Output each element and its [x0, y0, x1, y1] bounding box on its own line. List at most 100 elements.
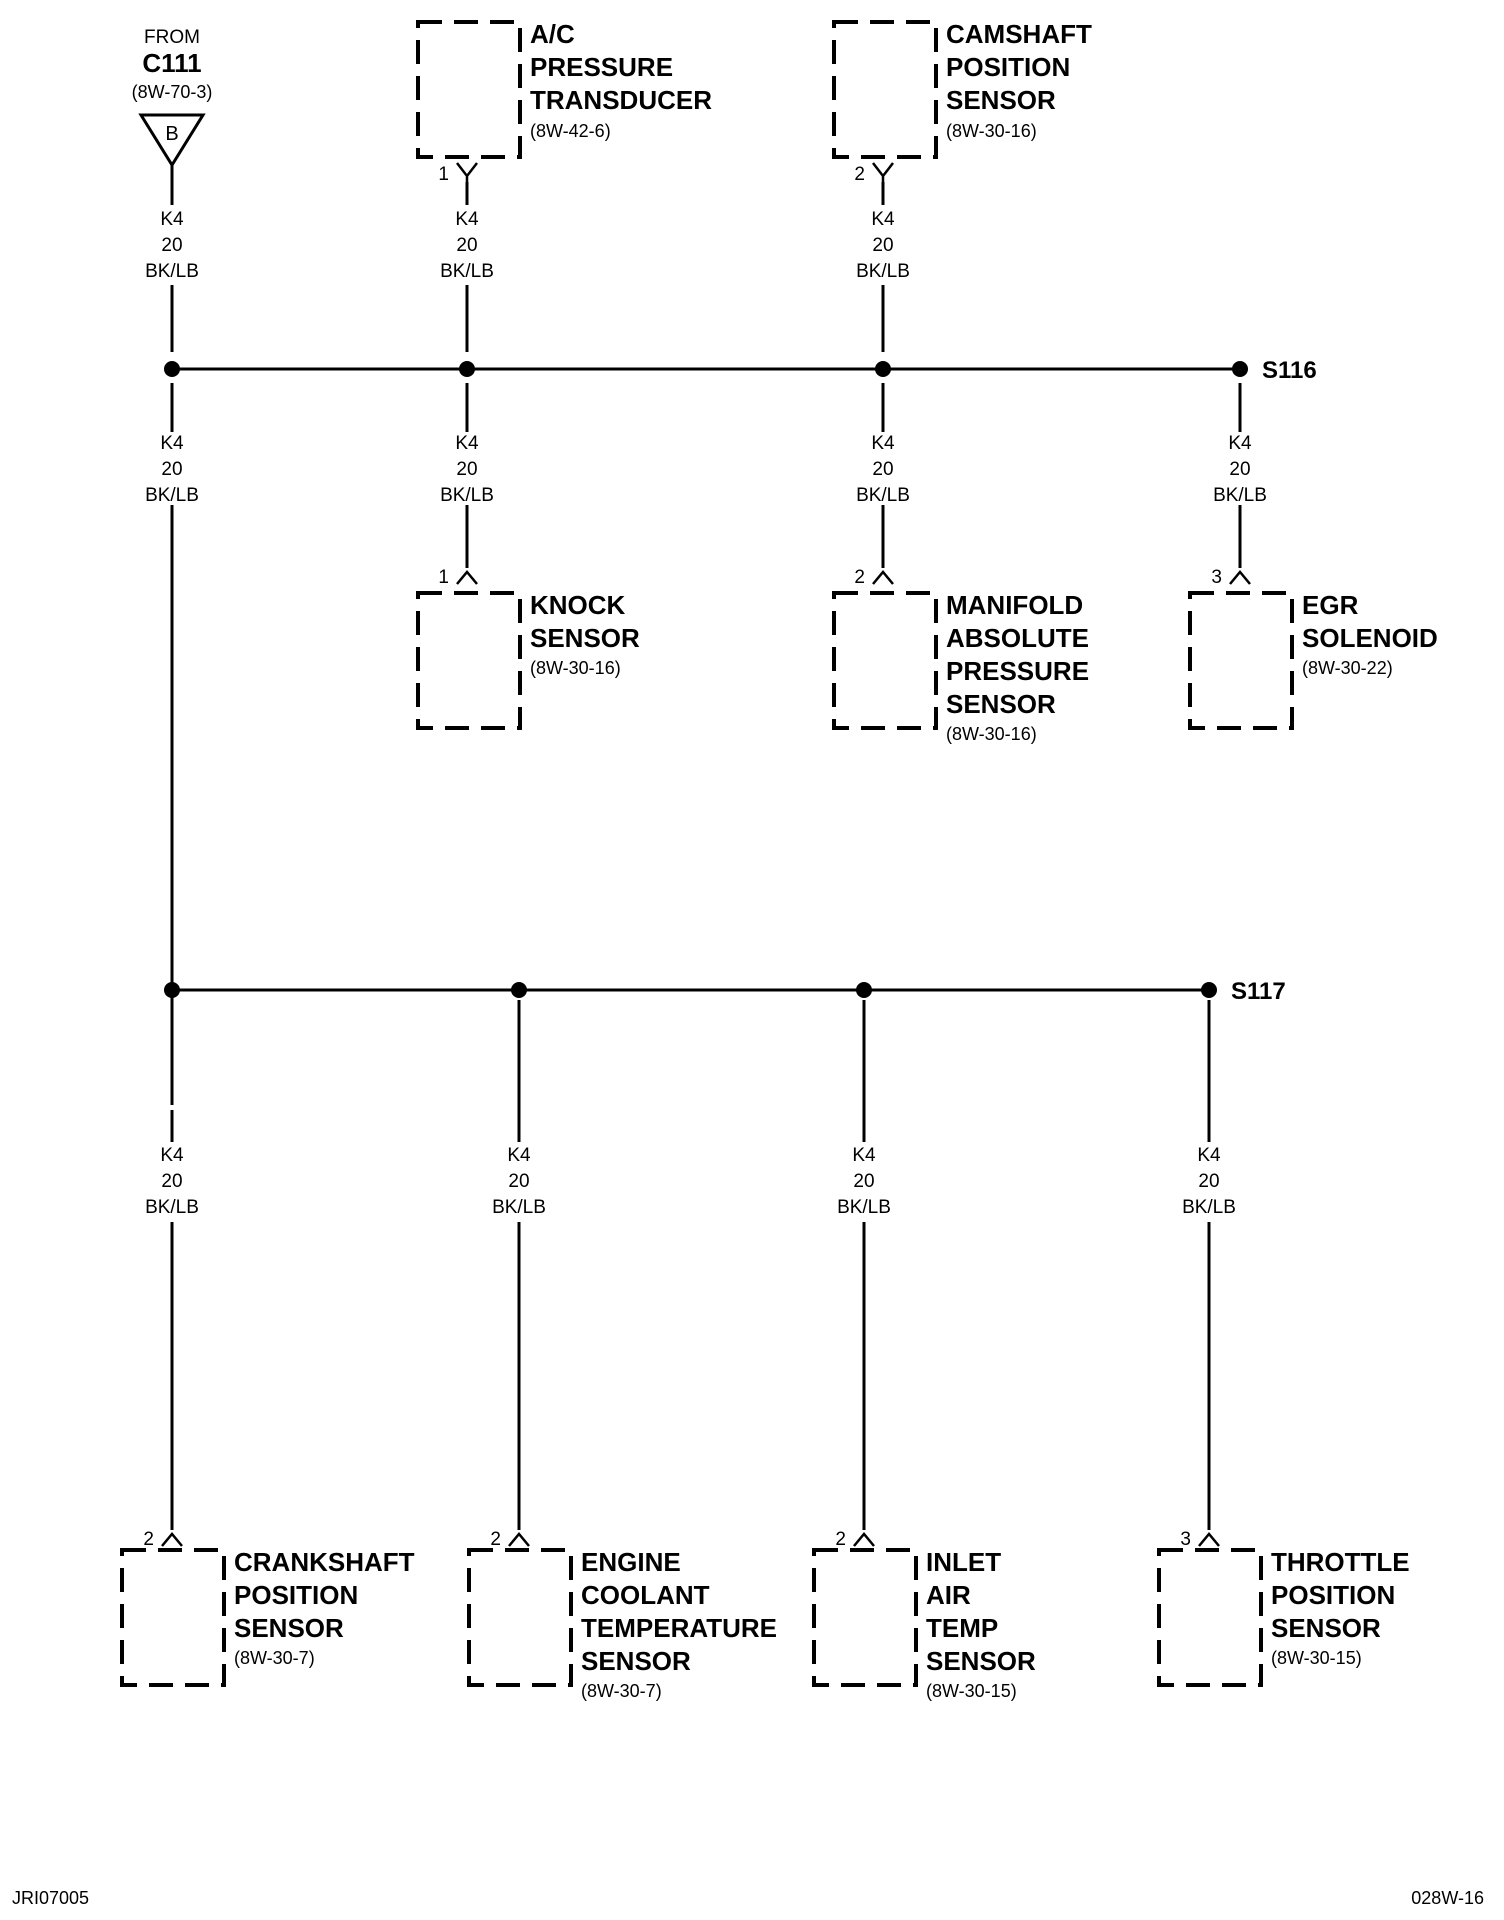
egr-pin-number: 3	[1211, 567, 1222, 588]
iat-title-line-1: INLET	[926, 1547, 1001, 1577]
footer-right-code: 028W-16	[1411, 1888, 1484, 1908]
ect-connector-pin	[508, 1532, 530, 1547]
svg-text:20: 20	[508, 1171, 529, 1192]
knock-title-line-2: SENSOR	[530, 623, 640, 653]
svg-text:K4: K4	[852, 1145, 876, 1166]
wire-label: K4 20 BK/LB	[1213, 433, 1267, 506]
svg-text:BK/LB: BK/LB	[856, 485, 910, 506]
egr-solenoid-box	[1188, 591, 1294, 730]
knock-title-line-1: KNOCK	[530, 590, 626, 620]
tps-title-line-3: SENSOR	[1271, 1613, 1381, 1643]
svg-text:K4: K4	[455, 209, 479, 230]
cam-pin-number: 2	[854, 164, 865, 185]
svg-text:20: 20	[1229, 459, 1250, 480]
iat-title-line-4: SENSOR	[926, 1646, 1036, 1676]
ect-title-line-2: COOLANT	[581, 1580, 710, 1610]
svg-text:20: 20	[1198, 1171, 1219, 1192]
ckp-title-line-2: POSITION	[234, 1580, 358, 1610]
svg-text:20: 20	[456, 235, 477, 256]
ckp-ref: (8W-30-7)	[234, 1648, 315, 1668]
inlet-air-temp-sensor-box	[812, 1548, 918, 1687]
wire-label: K4 20 BK/LB	[856, 433, 910, 506]
egr-title-line-2: SOLENOID	[1302, 623, 1438, 653]
ac-pressure-transducer-box	[416, 20, 522, 159]
svg-text:20: 20	[161, 235, 182, 256]
tps-title-line-2: POSITION	[1271, 1580, 1395, 1610]
ac-connector-pin	[456, 162, 478, 182]
engine-coolant-temperature-sensor-box	[467, 1548, 573, 1687]
splice-dot	[164, 982, 180, 998]
ac-ref: (8W-42-6)	[530, 121, 611, 141]
ckp-title-line-3: SENSOR	[234, 1613, 344, 1643]
wire-label: K4 20 BK/LB	[856, 209, 910, 282]
svg-text:20: 20	[161, 459, 182, 480]
source-connector-label: C111	[142, 48, 201, 78]
iat-ref: (8W-30-15)	[926, 1681, 1017, 1701]
svg-text:20: 20	[853, 1171, 874, 1192]
splice-s117-label: S117	[1231, 978, 1286, 1005]
splice-dot	[164, 361, 180, 377]
wire-label: K4 20 BK/LB	[837, 1145, 891, 1218]
map-title-line-3: PRESSURE	[946, 656, 1089, 686]
iat-title-line-3: TEMP	[926, 1613, 998, 1643]
splice-dot	[875, 361, 891, 377]
manifold-absolute-pressure-sensor-box	[832, 591, 938, 730]
svg-text:BK/LB: BK/LB	[440, 485, 494, 506]
wire-label: K4 20 BK/LB	[145, 1145, 199, 1218]
cam-title-line-2: POSITION	[946, 52, 1070, 82]
svg-text:BK/LB: BK/LB	[492, 1197, 546, 1218]
ect-title-line-1: ENGINE	[581, 1547, 681, 1577]
iat-connector-pin	[853, 1532, 875, 1547]
splice-dot	[1232, 361, 1248, 377]
ckp-connector-pin	[161, 1532, 183, 1547]
splice-dot	[1201, 982, 1217, 998]
svg-text:BK/LB: BK/LB	[145, 1197, 199, 1218]
svg-text:K4: K4	[455, 433, 479, 454]
throttle-position-sensor-box	[1157, 1548, 1263, 1687]
source-ref-label: (8W-70-3)	[132, 82, 213, 102]
iat-pin-number: 2	[835, 1529, 846, 1550]
map-title-line-1: MANIFOLD	[946, 590, 1083, 620]
map-ref: (8W-30-16)	[946, 724, 1037, 744]
map-connector-pin	[872, 570, 894, 585]
tps-title-line-1: THROTTLE	[1271, 1547, 1410, 1577]
splice-dot	[459, 361, 475, 377]
knock-connector-pin	[456, 570, 478, 585]
source-triangle	[138, 113, 206, 168]
tps-connector-pin	[1198, 1532, 1220, 1547]
svg-text:20: 20	[161, 1171, 182, 1192]
camshaft-position-sensor-box	[832, 20, 938, 159]
egr-ref: (8W-30-22)	[1302, 658, 1393, 678]
cam-connector-pin	[872, 162, 894, 182]
svg-text:K4: K4	[871, 209, 895, 230]
wire-label: K4 20 BK/LB	[492, 1145, 546, 1218]
egr-title-line-1: EGR	[1302, 590, 1359, 620]
wire-label: K4 20 BK/LB	[145, 433, 199, 506]
svg-text:BK/LB: BK/LB	[145, 261, 199, 282]
ckp-pin-number: 2	[143, 1529, 154, 1550]
source-from-label: FROM	[144, 27, 200, 48]
svg-text:K4: K4	[1197, 1145, 1221, 1166]
svg-text:K4: K4	[871, 433, 895, 454]
tps-ref: (8W-30-15)	[1271, 1648, 1362, 1668]
footer-left-code: JRI07005	[12, 1888, 89, 1908]
svg-text:BK/LB: BK/LB	[1213, 485, 1267, 506]
wire-label: K4 20 BK/LB	[1182, 1145, 1236, 1218]
egr-connector-pin	[1229, 570, 1251, 585]
tps-pin-number: 3	[1180, 1529, 1191, 1550]
knock-sensor-box	[416, 591, 522, 730]
svg-text:K4: K4	[507, 1145, 531, 1166]
svg-text:K4: K4	[160, 1145, 184, 1166]
wire-label: K4 20 BK/LB	[145, 209, 199, 282]
cam-title-line-1: CAMSHAFT	[946, 19, 1092, 49]
cam-ref: (8W-30-16)	[946, 121, 1037, 141]
knock-ref: (8W-30-16)	[530, 658, 621, 678]
wire-label: K4 20 BK/LB	[440, 209, 494, 282]
svg-text:20: 20	[872, 459, 893, 480]
ect-pin-number: 2	[490, 1529, 501, 1550]
ckp-title-line-1: CRANKSHAFT	[234, 1547, 415, 1577]
ac-title-line-2: PRESSURE	[530, 52, 673, 82]
svg-text:BK/LB: BK/LB	[145, 485, 199, 506]
map-title-line-2: ABSOLUTE	[946, 623, 1089, 653]
